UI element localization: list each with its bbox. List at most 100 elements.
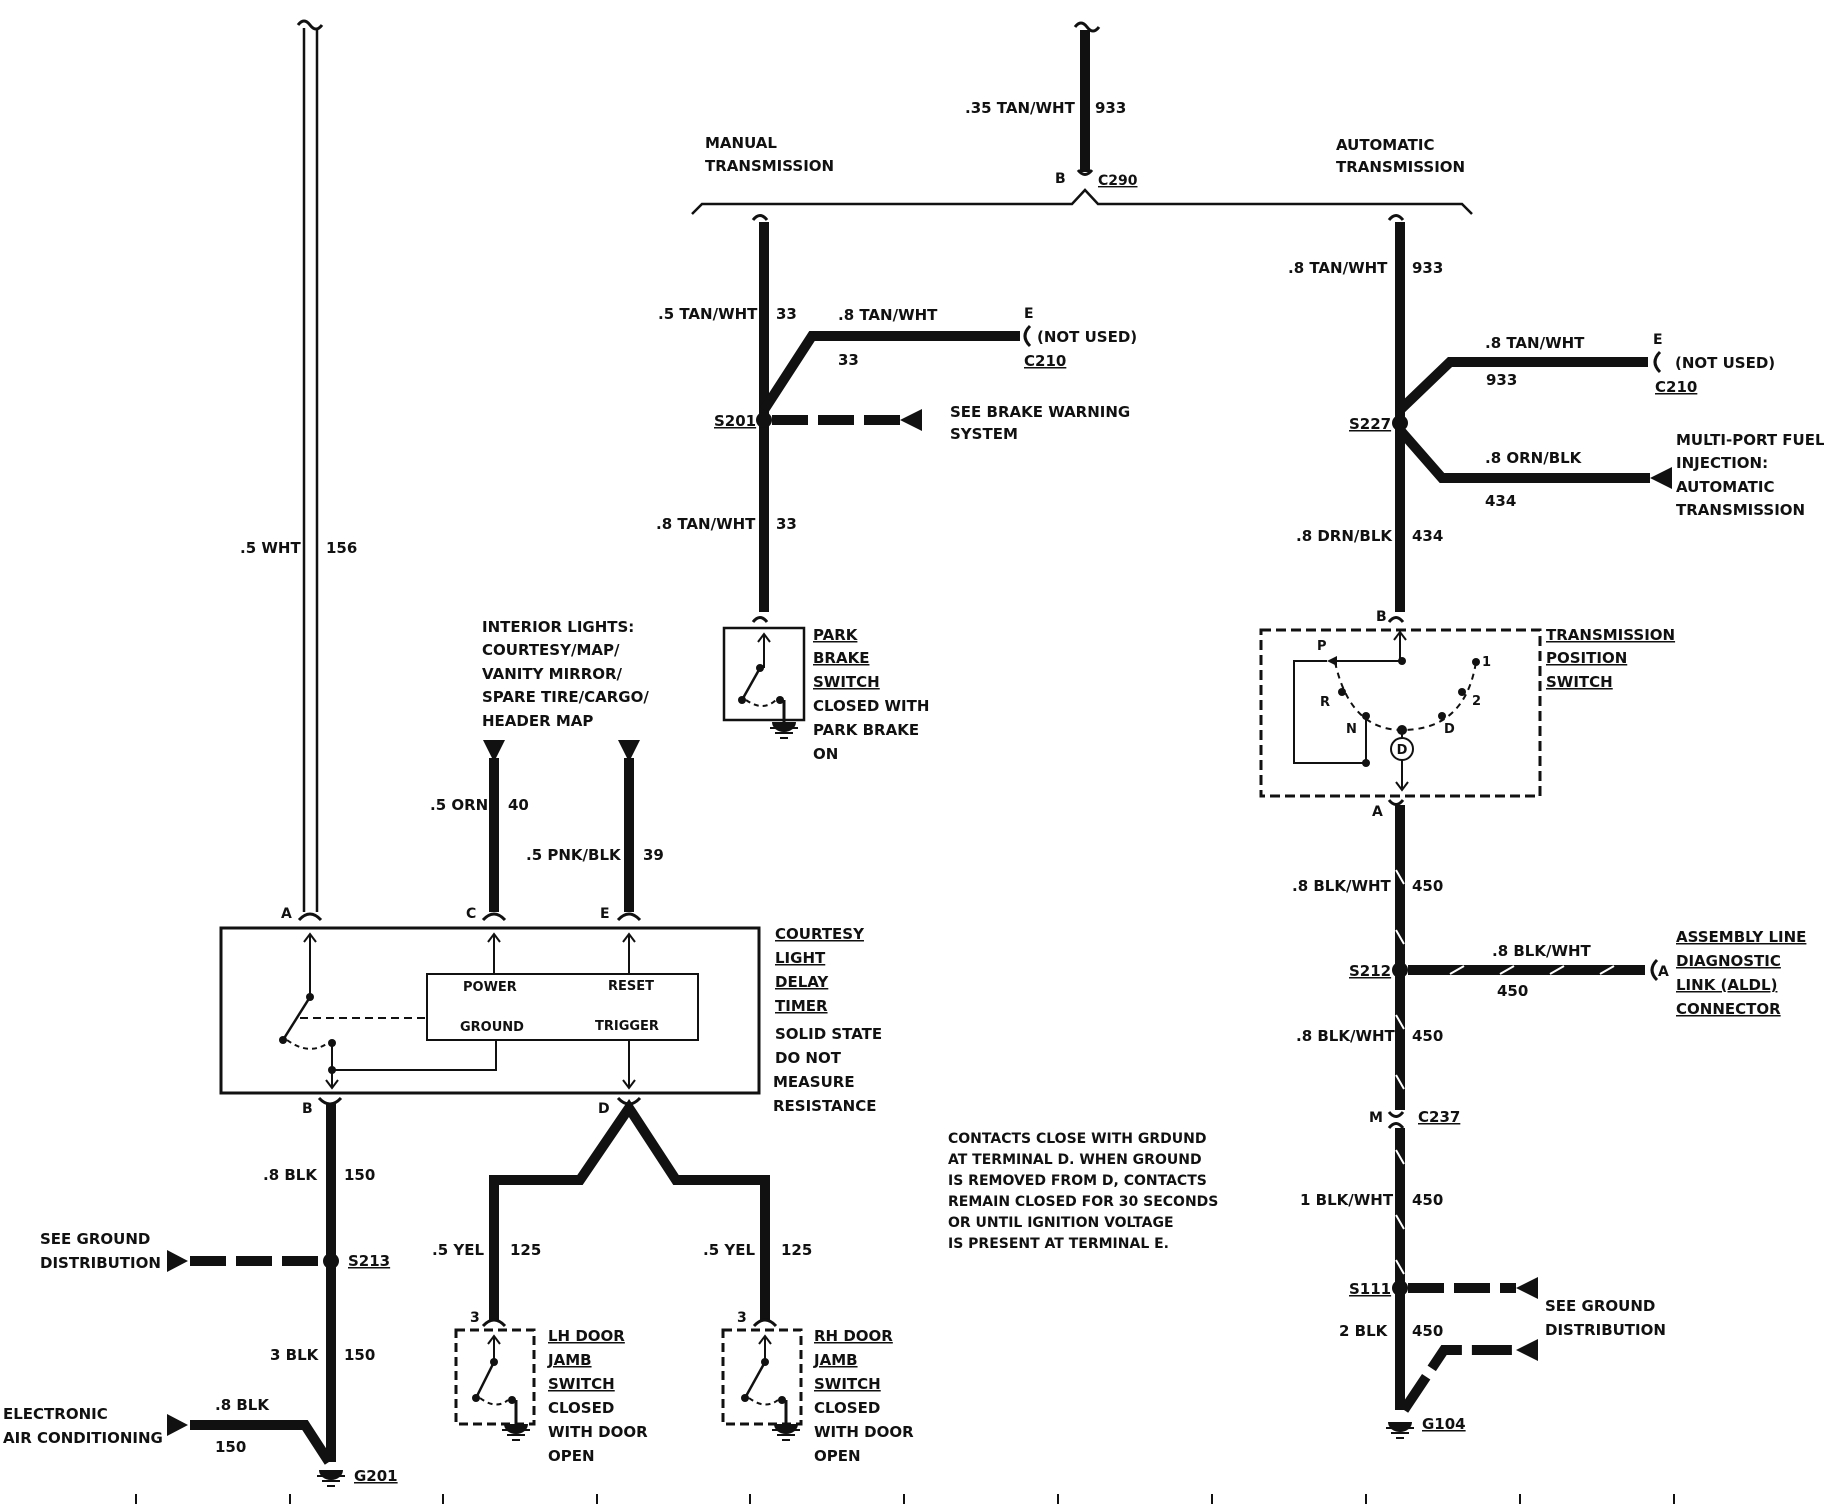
- wire-label-33c: .8 TAN/WHT: [656, 515, 756, 533]
- wire-label-450d: 1 BLK/WHT: [1300, 1191, 1394, 1209]
- wire-label-150a: .8 BLK: [263, 1166, 318, 1184]
- transmission-brace: [691, 188, 1473, 215]
- wire-label-33a: .5 TAN/WHT: [658, 305, 758, 323]
- rh-door-label-3: SWITCH: [814, 1375, 881, 1393]
- timer-pin-c: C: [466, 906, 476, 922]
- tps-pos-d: D: [1444, 722, 1455, 737]
- g201-label: G201: [354, 1467, 398, 1485]
- brake-warning-label-2: SYSTEM: [950, 425, 1018, 443]
- rh-door-pin: 3: [737, 1310, 747, 1326]
- tps-d-circle-label: D: [1397, 743, 1408, 758]
- wire-label-450c: .8 BLK/WHT: [1296, 1027, 1396, 1045]
- timer-pin-e: E: [600, 906, 610, 922]
- ground-dist-left-1: SEE GROUND: [40, 1230, 150, 1248]
- timer-pin-b: B: [302, 1101, 313, 1117]
- wire-num-33c: 33: [776, 515, 797, 533]
- s111-label: S111: [1349, 1280, 1391, 1298]
- wire-num-150a: 150: [344, 1166, 375, 1184]
- timer-note-2: DO NOT: [775, 1049, 842, 1067]
- note-line-2: AT TERMINAL D. WHEN GROUND: [948, 1152, 1202, 1168]
- wire-label-156: .5 WHT: [240, 539, 301, 557]
- timer-label-3: DELAY: [775, 973, 829, 991]
- note-line-1: CONTACTS CLOSE WITH GRDUND: [948, 1131, 1206, 1147]
- tps-pos-2: 2: [1472, 694, 1481, 709]
- mpfi-label-1: MULTI-PORT FUEL: [1676, 431, 1824, 449]
- ground-circuit-150: .8 BLK 150 S213 SEE GROUND DISTRIBUTION …: [3, 1104, 398, 1487]
- lh-door-label-3: SWITCH: [548, 1375, 615, 1393]
- wire-num-933-top: 933: [1095, 99, 1126, 117]
- wire-num-933r2: 933: [1486, 371, 1517, 389]
- wire-label-40: .5 ORN: [430, 796, 488, 814]
- courtesy-light-delay-timer: A C E POWER RESET GROUND TRIGGER COURTES…: [219, 906, 882, 1117]
- interior-label-2: COURTESY/MAP/: [482, 641, 620, 659]
- interior-lights-feeds: INTERIOR LIGHTS: COURTESY/MAP/ VANITY MI…: [430, 618, 664, 912]
- mpfi-label-4: TRANSMISSION: [1676, 501, 1805, 519]
- wire-num-150c: 150: [215, 1438, 246, 1456]
- wire-num-933r: 933: [1412, 259, 1443, 277]
- aldl-label-4: CONNECTOR: [1676, 1000, 1781, 1018]
- aldl-label-2: DIAGNOSTIC: [1676, 952, 1781, 970]
- c290-label: C290: [1098, 173, 1138, 189]
- wire-num-150b: 150: [344, 1346, 375, 1364]
- wire-num-125l: 125: [510, 1241, 541, 1259]
- timer-label-2: LIGHT: [775, 949, 826, 967]
- note-line-3: IS REMOVED FROM D, CONTACTS: [948, 1173, 1207, 1189]
- rh-door-label-5: WITH DOOR: [814, 1423, 914, 1441]
- mpfi-label-2: INJECTION:: [1676, 454, 1768, 472]
- wire-label-33b: .8 TAN/WHT: [838, 306, 938, 324]
- ground-dist-right-1: SEE GROUND: [1545, 1297, 1655, 1315]
- timer-inner-trigger: TRIGGER: [595, 1019, 659, 1034]
- timer-label-1: COURTESY: [775, 925, 865, 943]
- g104-label: G104: [1422, 1415, 1466, 1433]
- wire-num-450b: 450: [1497, 982, 1528, 1000]
- timer-label-4: TIMER: [775, 997, 828, 1015]
- interior-label-1: INTERIOR LIGHTS:: [482, 618, 634, 636]
- c290-pin: B: [1055, 171, 1066, 187]
- wire-label-933-top: .35 TAN/WHT: [965, 99, 1076, 117]
- wire-label-39: .5 PNK/BLK: [526, 846, 622, 864]
- wire-num-434b: 434: [1412, 527, 1443, 545]
- park-brake-label-2: BRAKE: [813, 649, 869, 667]
- rh-door-label-2: JAMB: [813, 1351, 858, 1369]
- park-brake-label-5: PARK BRAKE: [813, 721, 919, 739]
- wire-num-450d: 450: [1412, 1191, 1443, 1209]
- s213-label: S213: [348, 1252, 390, 1270]
- manual-branch: .5 TAN/WHT 33 .8 TAN/WHT 33 E (NOT USED)…: [656, 214, 1137, 763]
- tps-pin-b: B: [1376, 609, 1387, 625]
- aldl-label-3: LINK (ALDL): [1676, 976, 1777, 994]
- wire-label-150b: 3 BLK: [270, 1346, 320, 1364]
- park-brake-label-3: SWITCH: [813, 673, 880, 691]
- lh-door-label-5: WITH DOOR: [548, 1423, 648, 1441]
- c210-left-label: C210: [1024, 352, 1066, 370]
- wire-label-933r: .8 TAN/WHT: [1288, 259, 1388, 277]
- wire-num-125r: 125: [781, 1241, 812, 1259]
- rh-door-label-4: CLOSED: [814, 1399, 880, 1417]
- lh-door-pin: 3: [470, 1310, 480, 1326]
- wire-num-450e: 450: [1412, 1322, 1443, 1340]
- manual-transmission-label: MANUAL: [705, 134, 777, 152]
- note-line-5: OR UNTIL IGNITION VOLTAGE: [948, 1215, 1174, 1231]
- wire-label-434b: .8 DRN/BLK: [1296, 527, 1393, 545]
- park-brake-label-6: ON: [813, 745, 838, 763]
- wire-156: .5 WHT 156: [240, 19, 357, 912]
- tps-pos-p: P: [1317, 639, 1327, 654]
- c210-right-label: C210: [1655, 378, 1697, 396]
- c210-right-pin: E: [1653, 332, 1663, 348]
- park-brake-label-1: PARK: [813, 626, 859, 644]
- operation-note: CONTACTS CLOSE WITH GRDUND AT TERMINAL D…: [948, 1131, 1218, 1252]
- tps-label-1: TRANSMISSION: [1546, 626, 1675, 644]
- wire-num-434a: 434: [1485, 492, 1516, 510]
- door-jamb-circuits: .5 YEL 125 .5 YEL 125 3 LH DOOR JAMB SWI…: [432, 1098, 914, 1465]
- timer-note-1: SOLID STATE: [775, 1025, 882, 1043]
- aldl-label-1: ASSEMBLY LINE: [1676, 928, 1806, 946]
- wire-label-450e: 2 BLK: [1339, 1322, 1389, 1340]
- tps-label-2: POSITION: [1546, 649, 1627, 667]
- wire-label-125l: .5 YEL: [432, 1241, 484, 1259]
- interior-label-3: VANITY MIRROR/: [482, 665, 623, 683]
- timer-inner-reset: RESET: [608, 979, 654, 994]
- manual-transmission-label-2: TRANSMISSION: [705, 157, 834, 175]
- top-feed-933: .35 TAN/WHT 933 B C290: [965, 21, 1138, 189]
- wire-label-434a: .8 ORN/BLK: [1485, 449, 1583, 467]
- ground-dist-left-2: DISTRIBUTION: [40, 1254, 161, 1272]
